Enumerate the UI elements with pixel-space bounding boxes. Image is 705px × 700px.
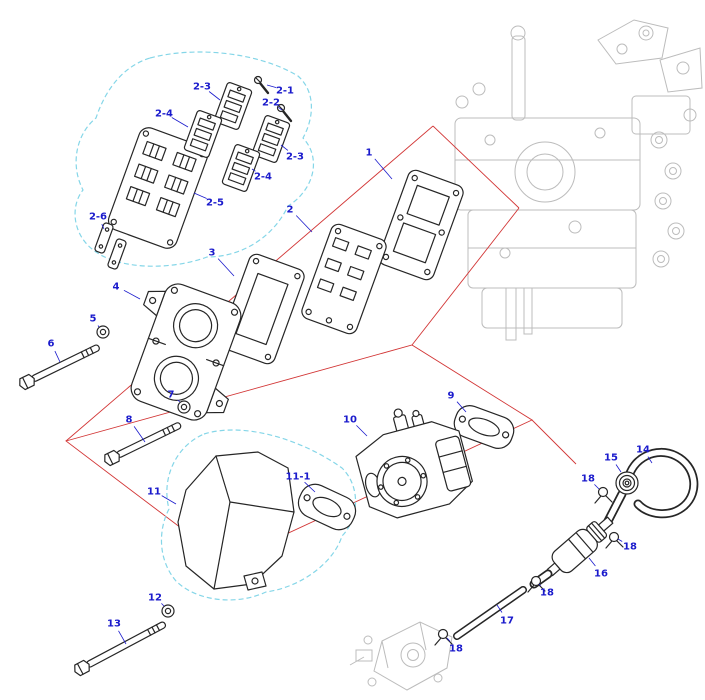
engine-reference-drawing [454,19,703,341]
callout-leader-6 [54,350,61,363]
reed-valve-2-3-a [213,82,253,130]
callout-leader-2-5 [193,192,207,199]
callout-leader-18 [594,484,600,490]
callout-label-14: 14 [636,445,650,456]
callout-leader-17 [496,604,503,613]
gasket-strip-2-6-b [107,238,127,270]
callout-leader-15 [615,464,622,473]
callout-label-2-5: 2-5 [206,198,224,209]
washer-5 [96,325,110,339]
callout-leader-2-4 [171,117,189,128]
callout-leader-2 [295,215,313,233]
callout-label-9: 9 [448,391,455,402]
callout-leader-11 [161,495,177,505]
hose-clip-18-b [605,531,624,549]
silencer-cover-11 [177,451,295,591]
callout-leader-1 [374,158,393,180]
reed-stopper-2-4-a [183,110,223,158]
reed-stopper-2-4-b [221,144,261,192]
callout-leader-2-3 [208,91,221,101]
washer-12 [161,604,175,618]
parts-line-art [19,75,699,677]
reed-valve-plate-2 [301,223,387,335]
callout-label-8: 8 [126,415,133,426]
callout-label-7: 7 [168,390,175,401]
callout-label-17: 17 [500,616,514,627]
bolt-8 [104,422,182,467]
callout-label-6: 6 [48,339,55,350]
screw-2-1 [253,75,270,95]
callout-label-5: 5 [90,314,97,325]
fuel-pump-10 [355,408,473,519]
hose-clip-18-a [594,486,613,504]
callout-leader-12 [161,603,165,607]
callout-label-18: 18 [623,542,637,553]
callout-label-2-4: 2-4 [254,172,272,183]
subassembly-group-outlines [74,51,357,601]
hose-clip-18-d [434,628,453,646]
callout-label-15: 15 [604,453,618,464]
gasket-1 [378,169,464,281]
fuel-hose-14 [623,447,699,519]
callout-leader-7 [177,399,181,403]
callout-leader-9 [456,401,467,413]
intake-manifold-4 [130,283,242,421]
callout-label-2-3: 2-3 [193,82,211,93]
callout-label-4: 4 [113,282,120,293]
callout-labels: 1232-12-22-32-32-42-42-52-6456789101111-… [48,82,653,655]
callout-label-11: 11 [147,487,161,498]
carburetor-reference-drawing [349,621,453,691]
callout-leader-16 [588,557,596,567]
callout-label-13: 13 [107,619,121,630]
callout-label-11-1: 11-1 [285,472,310,483]
callout-label-2-1: 2-1 [276,86,294,97]
callout-leader-5 [97,325,100,328]
callout-leader-8 [133,426,146,443]
gasket-strip-2-6-a [94,222,114,254]
screw-2-2 [276,103,293,123]
fuel-pump-gasket-9 [453,405,515,449]
bolt-6 [19,344,100,391]
callout-leader-2-2 [278,106,283,111]
reed-valve-2-3-b [251,115,291,163]
callout-leader-2-4 [251,168,256,172]
silencer-group-outline [160,429,357,601]
grommet-15 [615,471,639,495]
callout-leader-18 [446,637,451,642]
callout-label-1: 1 [366,148,373,159]
callout-label-18: 18 [540,588,554,599]
callout-leader-11-1 [304,481,316,493]
bolt-13 [74,621,167,677]
callout-leader-18 [617,538,623,542]
callout-label-2: 2 [287,205,294,216]
callout-leader-13 [118,630,127,645]
callout-leader-3 [217,258,235,277]
fuel-pipe-17 [453,586,527,640]
callout-leader-4 [123,289,141,300]
callout-label-12: 12 [148,593,162,604]
washer-7 [177,400,191,414]
callout-leader-18 [538,583,541,586]
callout-label-18: 18 [581,474,595,485]
callout-leader-2-3 [280,144,289,151]
flange-gasket-11-1 [297,483,357,531]
callout-label-2-2: 2-2 [262,98,280,109]
callout-label-2-6: 2-6 [89,212,107,223]
reed-valve-group-outline [74,51,315,267]
callout-leader-14 [647,456,653,464]
callout-label-10: 10 [343,415,357,426]
callout-label-18: 18 [449,644,463,655]
callout-label-16: 16 [594,569,608,580]
callout-leader-2-6 [101,224,105,230]
fuel-filter-16 [546,516,614,577]
callout-label-3: 3 [209,248,216,259]
hose-clip-18-c [527,575,546,593]
callout-label-2-4: 2-4 [155,109,173,120]
callout-label-2-3: 2-3 [286,152,304,163]
fuel-hose-filter-inlet [602,489,627,528]
callout-leader-10 [356,425,368,437]
callout-leader-2-1 [266,84,277,88]
